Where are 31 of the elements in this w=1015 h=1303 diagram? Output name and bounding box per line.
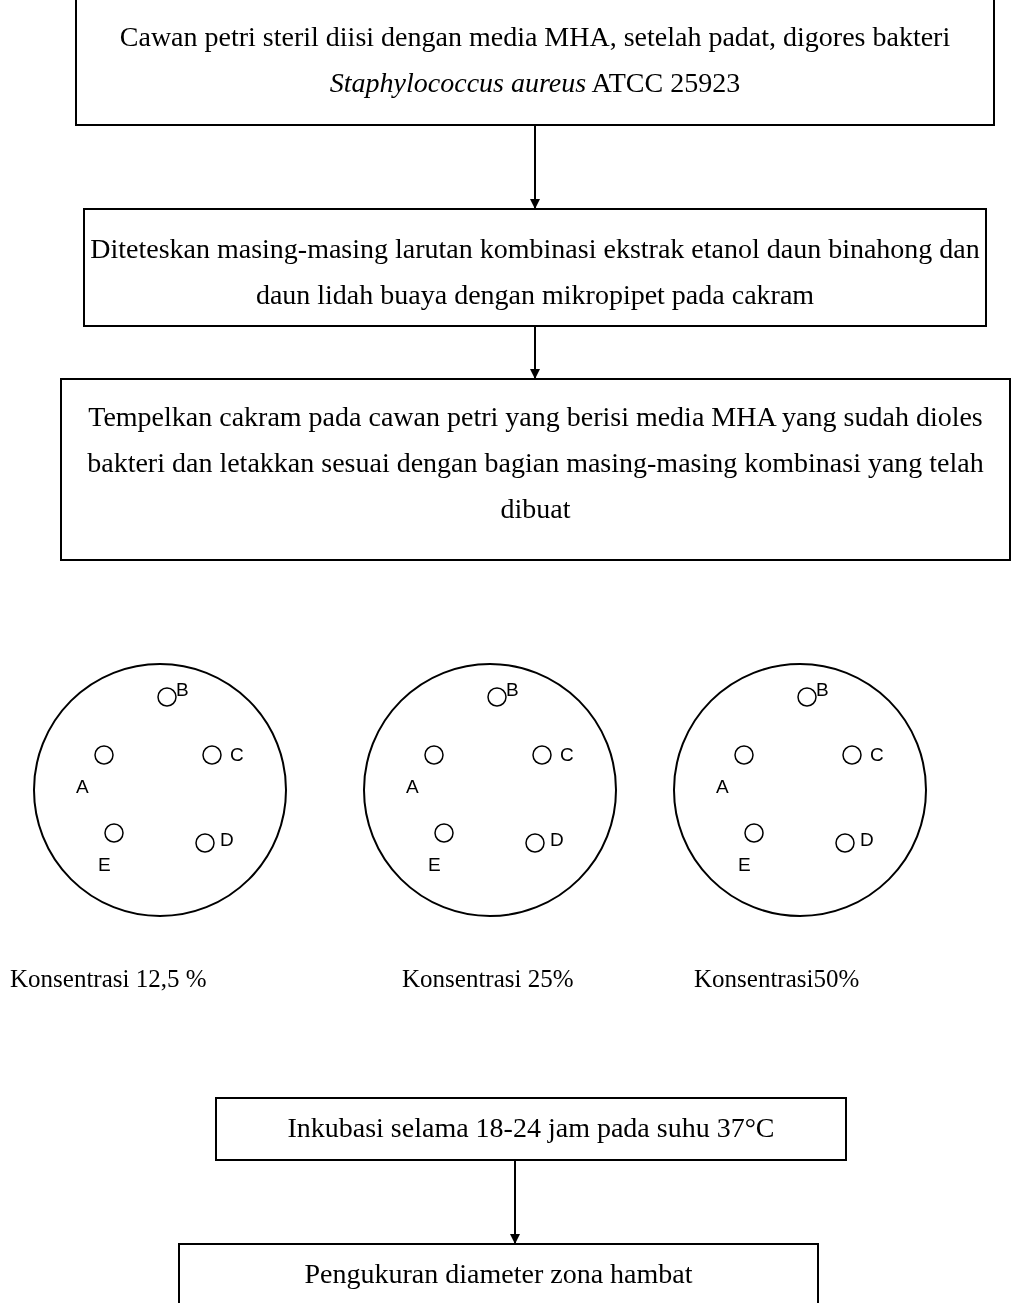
disk-label: A: [716, 777, 729, 797]
dish-caption: Konsentrasi50%: [694, 965, 860, 993]
step-text: Pengukuran diameter zona hambat: [304, 1257, 693, 1291]
step-text: Diteteskan masing-masing larutan kombinasi ekstrak etanol daun binahong dan daun lidah buaya dengan mikropipet pada cakram: [89, 232, 981, 312]
disk-label: C: [560, 745, 574, 765]
process-box: [75, 0, 995, 126]
step-text: Tempelkan cakram pada cawan petri yang berisi media MHA yang sudah dioles bakteri dan letakkan sesuai dengan bagian masing-masing kombinasi yang telah dibuat: [86, 400, 985, 526]
process-box: [178, 1243, 819, 1303]
disk-label: E: [738, 855, 751, 875]
disk-label: E: [98, 855, 111, 875]
process-box: [215, 1097, 847, 1161]
process-box: [83, 208, 987, 327]
step-text: Inkubasi selama 18-24 jam pada suhu 37°C: [287, 1111, 775, 1145]
process-box: [60, 378, 1011, 561]
disk-label: B: [506, 680, 519, 700]
disk-label: D: [220, 830, 234, 850]
dish-caption: Konsentrasi 12,5 %: [10, 965, 207, 993]
arrow: [530, 125, 540, 209]
disk-label: A: [76, 777, 89, 797]
disk-label: B: [176, 680, 189, 700]
disk-label: C: [230, 745, 244, 765]
disk-label: D: [550, 830, 564, 850]
disk-label: C: [870, 745, 884, 765]
disk-label: E: [428, 855, 441, 875]
dish-caption: Konsentrasi 25%: [402, 965, 574, 993]
disk-label: A: [406, 777, 419, 797]
disk-label: D: [860, 830, 874, 850]
arrow: [510, 1160, 520, 1244]
step-text: Cawan petri steril diisi dengan media MHA, setelah padat, digores bakteri Staphylococcus aureus ATCC 25923: [118, 20, 952, 100]
disk-label: B: [816, 680, 829, 700]
arrow: [530, 326, 540, 379]
